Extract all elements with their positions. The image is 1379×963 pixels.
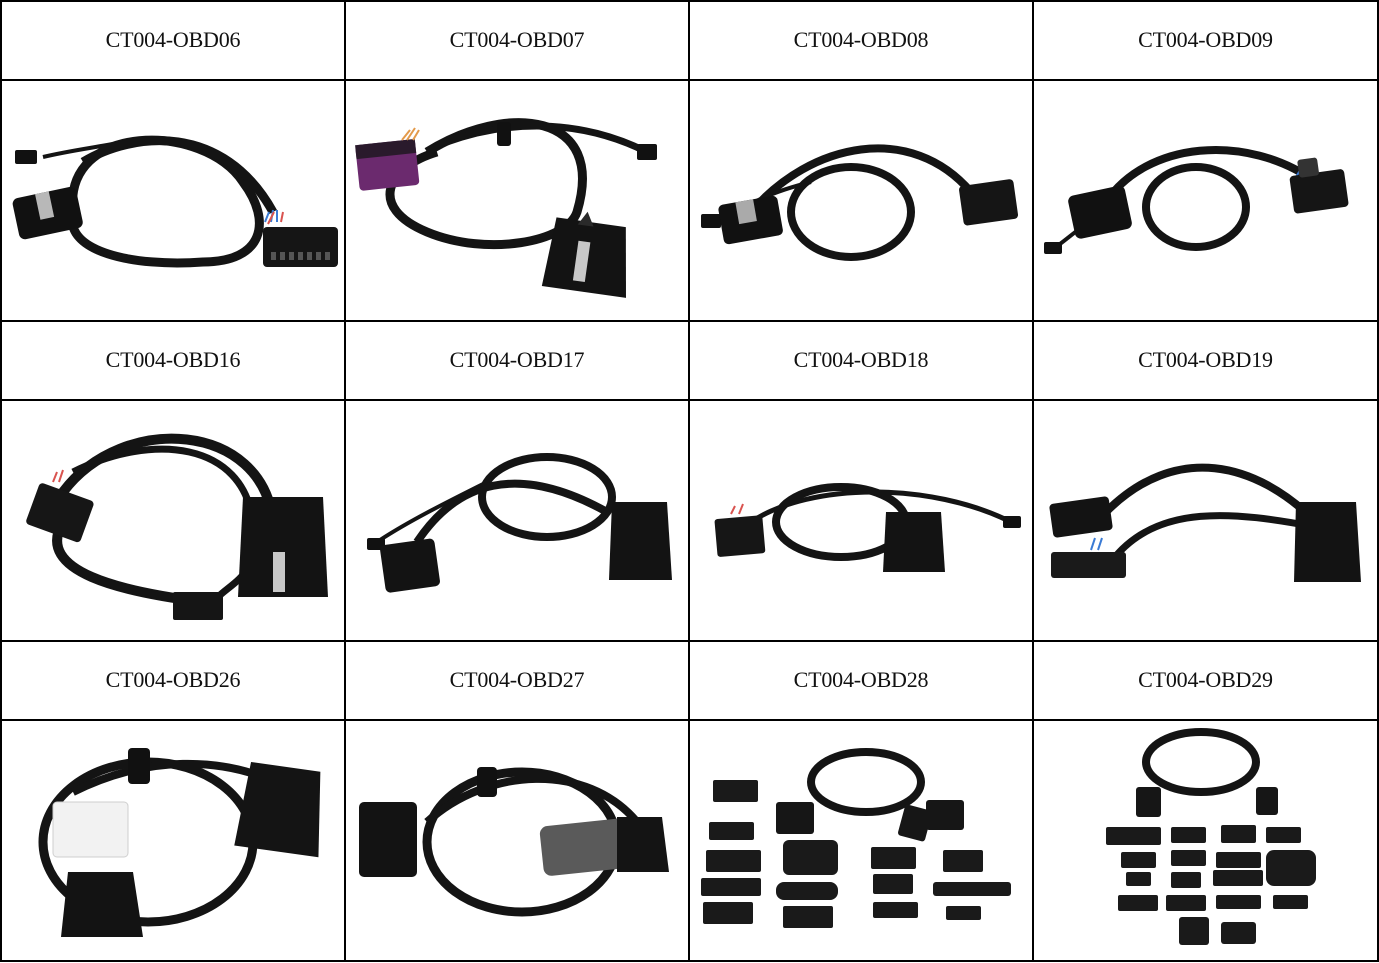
product-code: CT004-OBD28 bbox=[793, 667, 929, 693]
obd-y-cable-image bbox=[359, 767, 669, 917]
label-cell: CT004-OBD06 bbox=[0, 0, 346, 81]
label-cell: CT004-OBD29 bbox=[1032, 639, 1379, 721]
image-cell bbox=[1032, 78, 1379, 322]
image-row bbox=[0, 398, 1379, 642]
obd-y-cable-image bbox=[714, 483, 1021, 573]
image-cell bbox=[0, 78, 346, 322]
label-cell: CT004-OBD27 bbox=[344, 639, 690, 721]
label-cell: CT004-OBD09 bbox=[1032, 0, 1379, 81]
product-code: CT004-OBD17 bbox=[449, 347, 585, 373]
label-cell: CT004-OBD19 bbox=[1032, 319, 1379, 401]
label-cell: CT004-OBD18 bbox=[688, 319, 1034, 401]
image-cell bbox=[688, 398, 1034, 642]
obd-y-cable-image bbox=[701, 145, 1019, 262]
image-cell bbox=[688, 78, 1034, 322]
obd-y-cable-image bbox=[26, 434, 328, 621]
label-row: CT004-OBD06 CT004-OBD07 CT004-OBD08 CT00… bbox=[0, 0, 1379, 81]
obd-y-cable-image bbox=[38, 748, 321, 938]
label-row: CT004-OBD16 CT004-OBD17 CT004-OBD18 CT00… bbox=[0, 319, 1379, 401]
product-code: CT004-OBD07 bbox=[449, 27, 585, 53]
obd-cable-kit-image bbox=[1105, 728, 1316, 946]
product-code: CT004-OBD27 bbox=[449, 667, 585, 693]
obd-y-cable-image bbox=[1043, 146, 1348, 255]
product-code: CT004-OBD26 bbox=[105, 667, 241, 693]
product-code: CT004-OBD06 bbox=[105, 27, 241, 53]
image-cell bbox=[1032, 398, 1379, 642]
obd-y-cable-image bbox=[355, 118, 657, 299]
label-cell: CT004-OBD08 bbox=[688, 0, 1034, 81]
label-cell: CT004-OBD07 bbox=[344, 0, 690, 81]
image-row bbox=[0, 78, 1379, 322]
image-cell bbox=[1032, 718, 1379, 963]
label-cell: CT004-OBD28 bbox=[688, 639, 1034, 721]
image-cell bbox=[344, 718, 690, 963]
obd-cable-kit-image bbox=[701, 748, 1011, 929]
product-code: CT004-OBD16 bbox=[105, 347, 241, 373]
obd-y-cable-image bbox=[1048, 464, 1361, 583]
label-row: CT004-OBD26 CT004-OBD27 CT004-OBD28 CT00… bbox=[0, 639, 1379, 721]
product-code: CT004-OBD18 bbox=[793, 347, 929, 373]
obd-y-cable-image bbox=[12, 136, 338, 268]
product-code: CT004-OBD19 bbox=[1138, 347, 1273, 373]
image-row bbox=[0, 718, 1379, 963]
label-cell: CT004-OBD26 bbox=[0, 639, 346, 721]
image-cell bbox=[688, 718, 1034, 963]
label-cell: CT004-OBD16 bbox=[0, 319, 346, 401]
image-cell bbox=[344, 398, 690, 642]
product-code: CT004-OBD08 bbox=[793, 27, 929, 53]
obd-y-cable-image bbox=[367, 453, 672, 594]
image-cell bbox=[0, 718, 346, 963]
product-code: CT004-OBD29 bbox=[1138, 667, 1273, 693]
label-cell: CT004-OBD17 bbox=[344, 319, 690, 401]
product-code: CT004-OBD09 bbox=[1138, 27, 1273, 53]
image-cell bbox=[0, 398, 346, 642]
image-cell bbox=[344, 78, 690, 322]
